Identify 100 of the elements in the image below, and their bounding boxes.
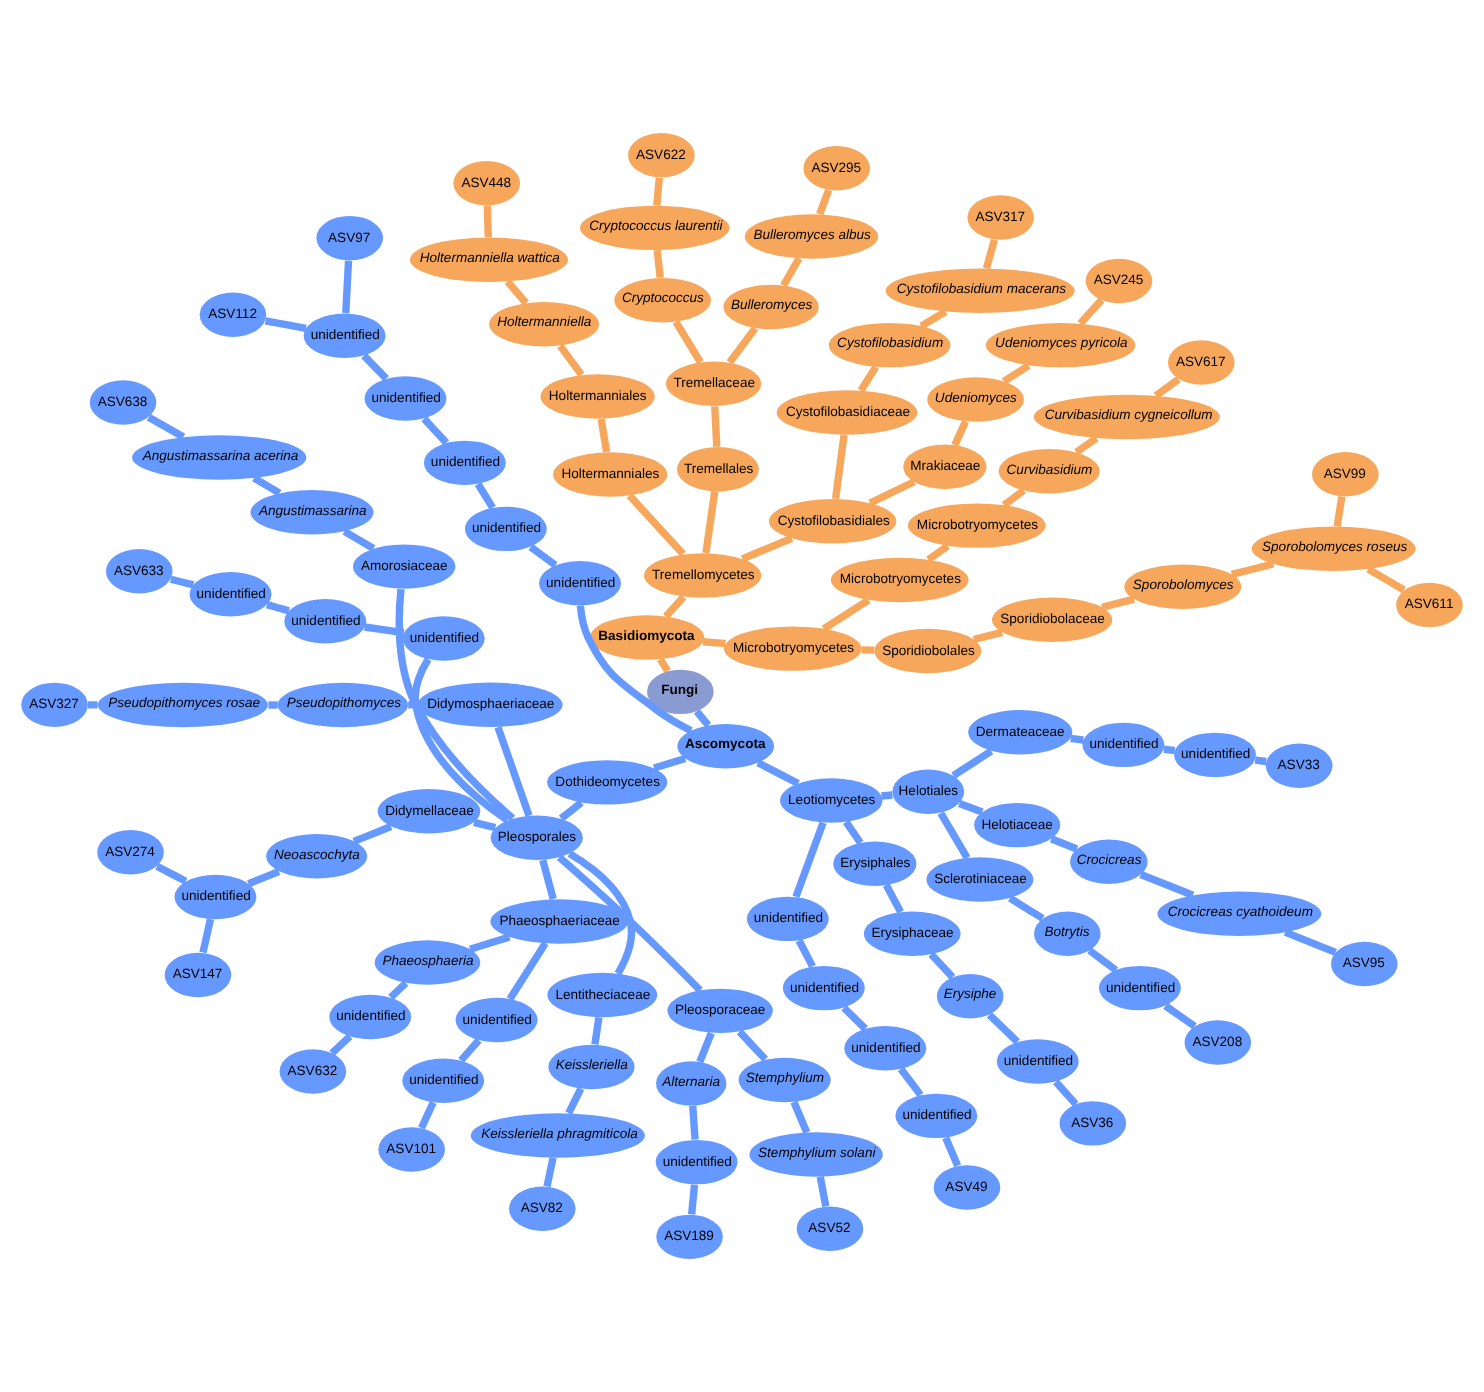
connector bbox=[951, 747, 994, 779]
connector bbox=[696, 1031, 715, 1064]
connector bbox=[591, 1016, 603, 1045]
connector bbox=[528, 544, 558, 569]
connector bbox=[1001, 362, 1031, 385]
connector bbox=[756, 759, 800, 787]
connector bbox=[816, 188, 833, 216]
connector bbox=[663, 594, 687, 619]
connector bbox=[421, 416, 450, 446]
connector bbox=[868, 478, 916, 507]
connector bbox=[702, 490, 719, 554]
connector bbox=[597, 418, 611, 453]
connector bbox=[1163, 745, 1176, 755]
connector bbox=[474, 482, 496, 510]
connector bbox=[843, 819, 864, 845]
connector bbox=[795, 938, 816, 969]
connector bbox=[458, 1037, 482, 1063]
connector bbox=[792, 821, 827, 898]
connector bbox=[736, 1029, 768, 1062]
connector bbox=[576, 605, 693, 734]
connector bbox=[252, 474, 282, 497]
connector bbox=[657, 657, 671, 673]
connector bbox=[418, 1100, 437, 1130]
connector bbox=[672, 320, 704, 365]
connector bbox=[268, 701, 278, 709]
connector bbox=[146, 413, 186, 441]
connector bbox=[982, 238, 999, 270]
connector bbox=[726, 326, 759, 365]
connector bbox=[1139, 871, 1195, 899]
connector bbox=[652, 755, 687, 772]
connector bbox=[831, 434, 848, 500]
connector bbox=[504, 279, 529, 306]
connector bbox=[702, 638, 726, 648]
connector bbox=[1366, 565, 1406, 594]
connector bbox=[558, 799, 584, 822]
connector bbox=[740, 534, 794, 563]
connector bbox=[780, 256, 803, 288]
connector bbox=[653, 249, 664, 279]
connector bbox=[897, 1066, 924, 1098]
connector bbox=[352, 823, 393, 845]
connector bbox=[265, 601, 290, 615]
connector bbox=[1049, 835, 1079, 853]
connector bbox=[883, 883, 904, 914]
connector bbox=[986, 1012, 1020, 1045]
connector bbox=[199, 918, 215, 954]
connector bbox=[816, 1176, 830, 1208]
connector bbox=[937, 811, 971, 860]
connector bbox=[861, 646, 875, 654]
connector bbox=[1101, 595, 1135, 611]
connector bbox=[1230, 560, 1275, 579]
connector bbox=[881, 791, 893, 800]
connector bbox=[361, 353, 389, 382]
connector bbox=[1074, 435, 1099, 456]
connector bbox=[857, 365, 879, 393]
connector bbox=[1163, 1002, 1197, 1030]
connector bbox=[483, 205, 492, 238]
connector bbox=[87, 701, 98, 709]
connector bbox=[653, 177, 663, 206]
connector bbox=[1077, 297, 1105, 326]
connector bbox=[408, 701, 418, 709]
connector bbox=[1283, 928, 1337, 956]
connector bbox=[688, 1184, 699, 1215]
connector bbox=[342, 528, 376, 552]
connector bbox=[790, 1100, 811, 1134]
connector bbox=[247, 868, 281, 888]
connector bbox=[689, 1105, 699, 1140]
connector bbox=[1153, 376, 1181, 399]
connector bbox=[264, 317, 307, 333]
connector bbox=[711, 406, 721, 447]
connector bbox=[169, 575, 195, 589]
connector bbox=[395, 588, 516, 822]
connector bbox=[1070, 734, 1084, 744]
connector bbox=[928, 951, 956, 980]
connector bbox=[364, 623, 405, 637]
connector bbox=[1333, 496, 1346, 527]
connector bbox=[468, 933, 511, 953]
connector bbox=[411, 657, 510, 824]
connector bbox=[557, 343, 585, 378]
connector bbox=[841, 1005, 868, 1032]
connector bbox=[1087, 947, 1119, 974]
connector bbox=[1001, 487, 1026, 508]
connector bbox=[473, 818, 497, 832]
connector bbox=[388, 980, 409, 1001]
connector bbox=[329, 1033, 353, 1056]
connector bbox=[972, 628, 1004, 644]
connector bbox=[942, 1136, 962, 1168]
connector bbox=[567, 850, 636, 976]
connector bbox=[155, 862, 188, 885]
connector bbox=[565, 1087, 585, 1115]
connector bbox=[1053, 1079, 1079, 1107]
connector bbox=[919, 308, 948, 330]
connector bbox=[951, 420, 969, 447]
connector bbox=[821, 596, 871, 632]
connector bbox=[539, 859, 557, 900]
connector bbox=[506, 941, 549, 1001]
connector bbox=[1254, 756, 1267, 766]
connector bbox=[958, 799, 984, 816]
connector bbox=[693, 709, 712, 728]
connector bbox=[342, 260, 353, 314]
connector bbox=[626, 493, 686, 557]
